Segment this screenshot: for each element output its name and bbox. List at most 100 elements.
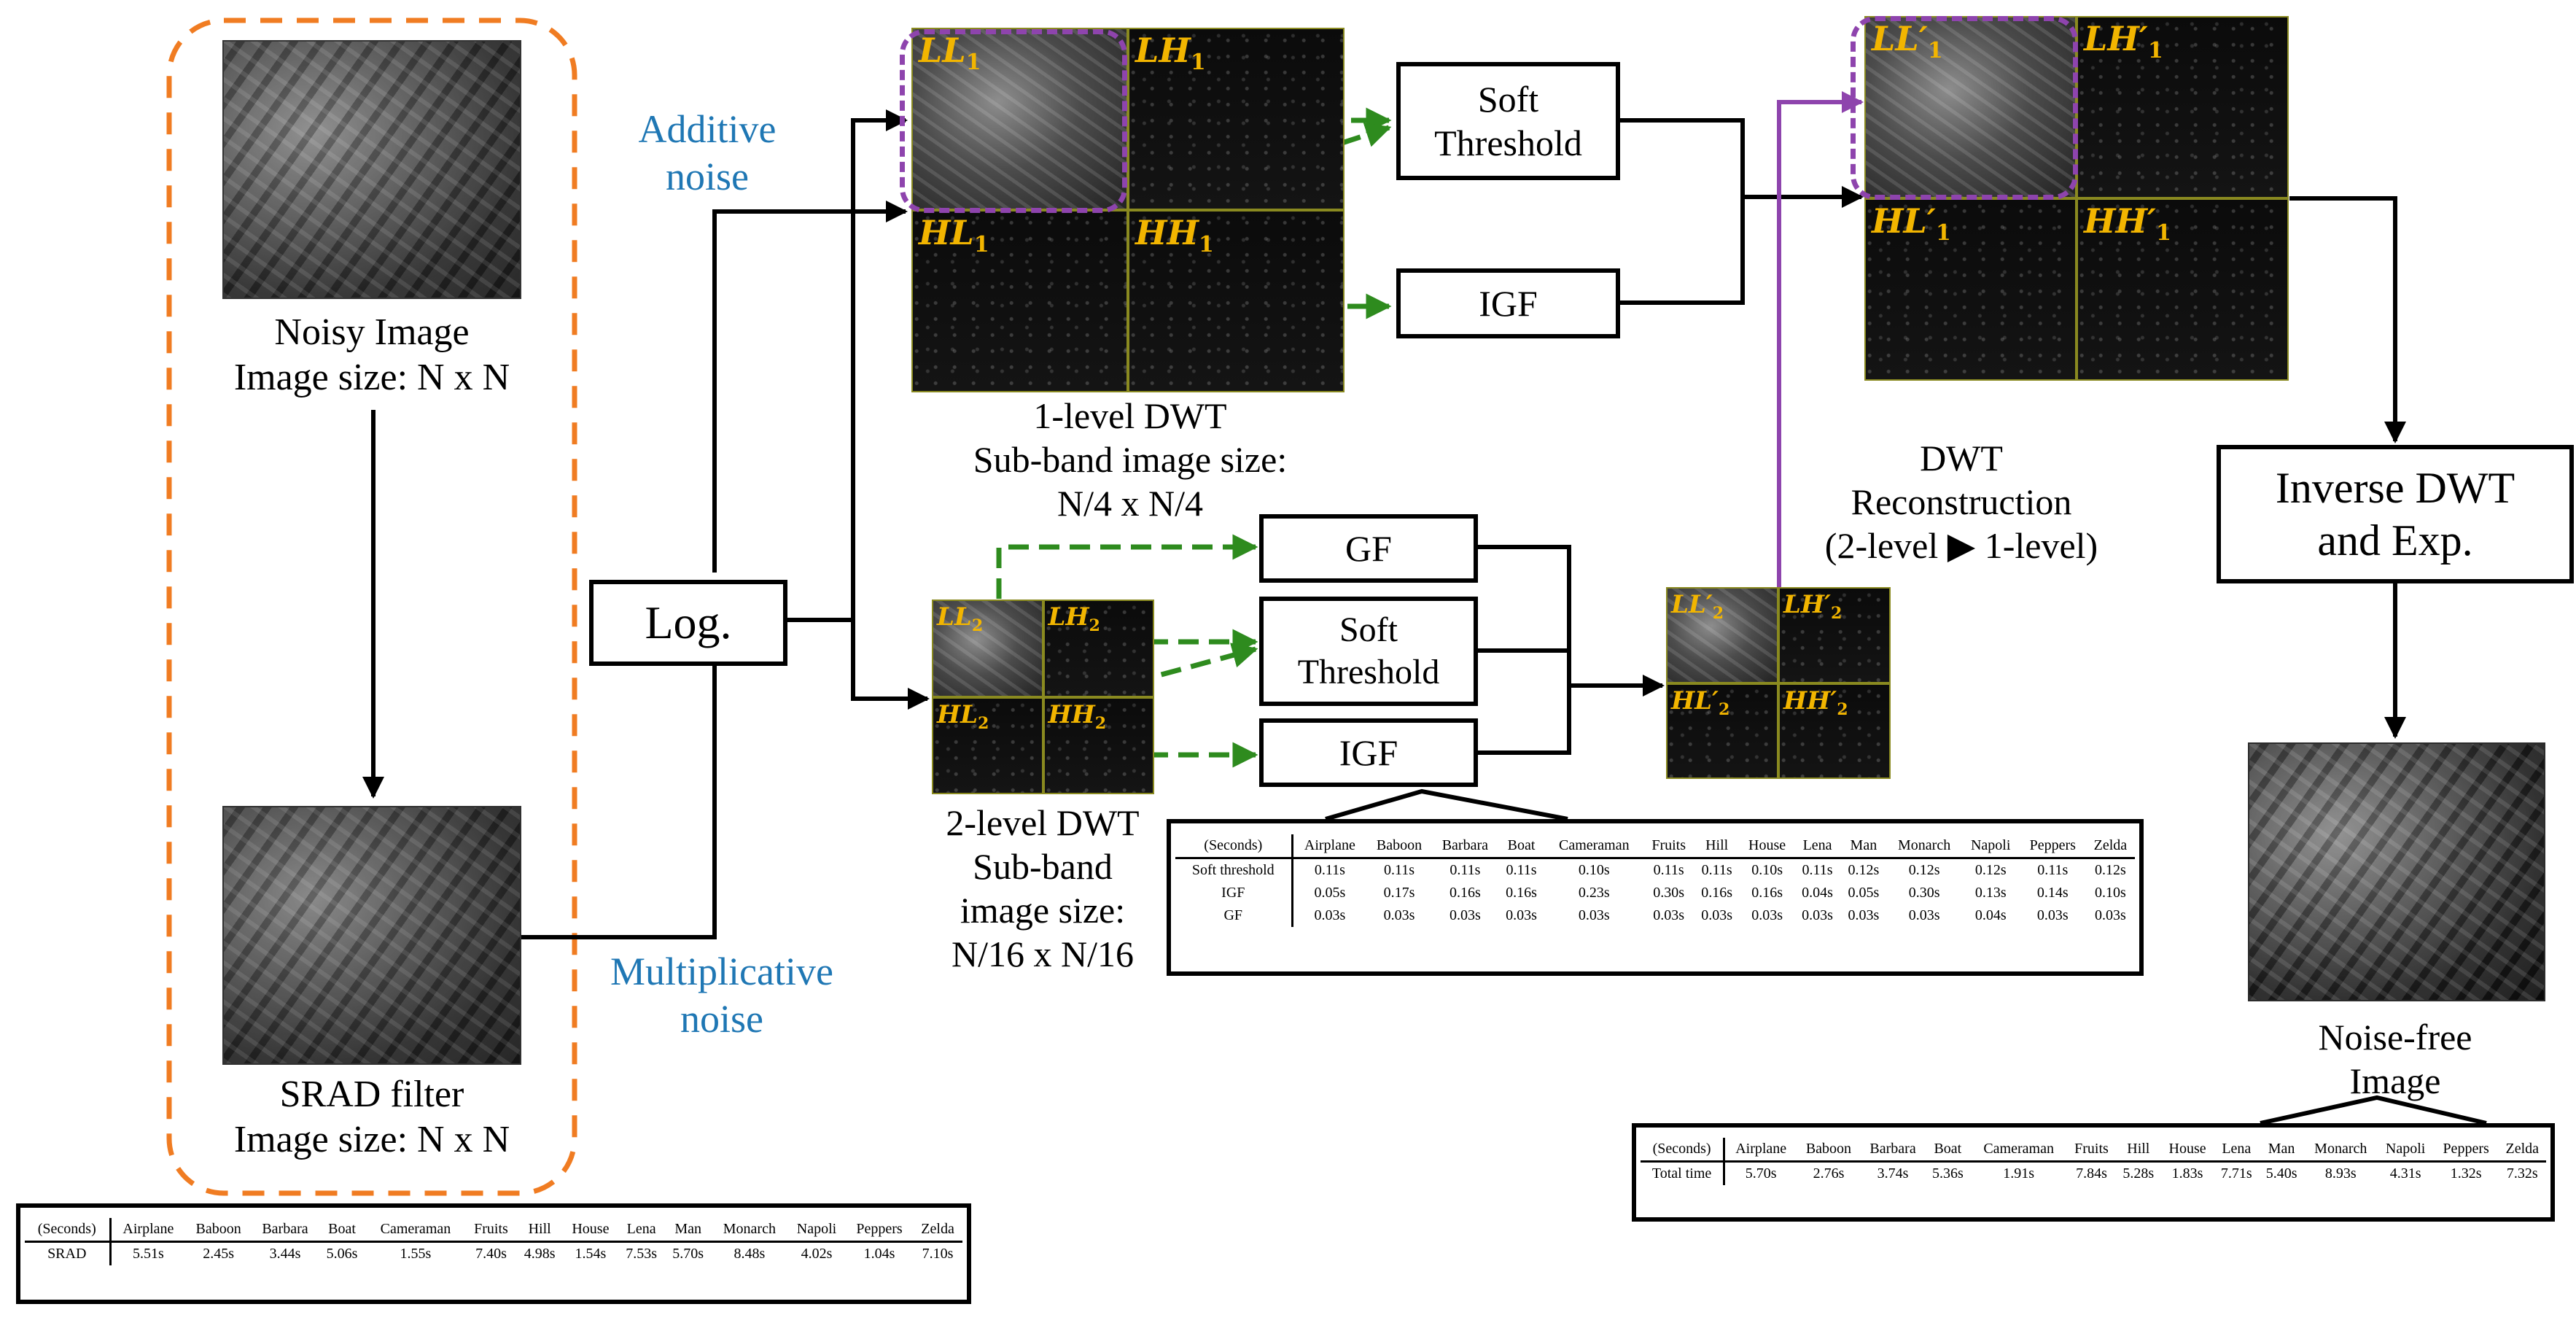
total-table-col-header: Zelda (2498, 1138, 2546, 1163)
arrow-srad-to-log (521, 634, 725, 939)
srad-table-unit-header: (Seconds) (25, 1218, 112, 1243)
dwt1-lh-label: LH1 (1135, 31, 1206, 75)
filter-table-cell: 0.03s (1802, 907, 1833, 923)
filter-table-col-header: Man (1840, 834, 1887, 859)
dwt1-ll-name: LL (919, 31, 966, 70)
recon1-hl-sub: 1 (1935, 220, 1951, 247)
recon2-ll-sub: 2 (1712, 603, 1724, 623)
filter-table-cell: 0.03s (1848, 907, 1880, 923)
additive-noise-label: Additive noise (598, 106, 817, 201)
filter-table-cell: 0.12s (1848, 862, 1880, 878)
filter-table-cell: 0.11s (1384, 862, 1415, 878)
recon1-hl-name: HL′ (1872, 201, 1936, 241)
callout-filter-table (1325, 788, 1568, 821)
filter-table-cell: 0.03s (1701, 907, 1733, 923)
total-table-cell: 5.40s (2265, 1165, 2297, 1182)
srad-table-cell: 4.02s (801, 1246, 833, 1262)
additive-noise-line2: noise (666, 154, 749, 198)
total-table-cell: 4.31s (2389, 1165, 2421, 1182)
dwt2-hh-label: HH2 (1048, 700, 1107, 733)
srad-table-col-header: Peppers (845, 1218, 914, 1243)
filter-table-cell: 0.03s (1578, 907, 1610, 923)
recon2-ll-label: LL′2 (1671, 590, 1724, 623)
total-table-col-header: Hill (2115, 1138, 2161, 1163)
srad-table-col-header: Airplane (110, 1218, 186, 1243)
filter-table-col-header: Barbara (1431, 834, 1498, 859)
total-table-cell: 5.70s (1745, 1165, 1777, 1182)
soft1-line2: Threshold (1434, 123, 1582, 163)
gf-box-2: GF (1259, 514, 1478, 583)
total-table-col-header: Fruits (2067, 1138, 2116, 1163)
total-table-row-label: Total time (1641, 1161, 1726, 1185)
srad-table-col-header: Boat (319, 1218, 366, 1243)
dwt1-hh-label: HH1 (1135, 213, 1214, 257)
recon2-hl-name: HL′ (1671, 686, 1719, 715)
gf2-label: GF (1345, 528, 1392, 569)
log-box-label: Log. (645, 596, 732, 648)
filter-table-cell: 0.11s (1314, 862, 1345, 878)
dwt2-hl-name: HL (937, 699, 978, 729)
srad-table-cell: 1.04s (863, 1246, 895, 1262)
recon2-hl-sub: 2 (1719, 699, 1730, 719)
filter-table-cell: 0.03s (2095, 907, 2126, 923)
arrow-recon1-to-inverse (2289, 196, 2406, 443)
filter-table-cell: 0.05s (1314, 885, 1346, 901)
soft-threshold-box-2: Soft Threshold (1259, 597, 1478, 706)
total-table-col-header: Man (2259, 1138, 2304, 1163)
total-table-col-header: Napoli (2377, 1138, 2434, 1163)
recon2-lh-name: LH′ (1783, 590, 1831, 619)
dwt1-hl-name: HL (919, 213, 974, 252)
dwt1-hh: HH1 (1128, 210, 1345, 392)
total-table-col-header: Baboon (1797, 1138, 1861, 1163)
filter-table-col-header: Cameraman (1544, 834, 1644, 859)
noise-free-line2: Image (2349, 1060, 2441, 1101)
dwt1-caption: 1-level DWT Sub-band image size: N/4 x N… (890, 394, 1371, 525)
srad-table-cell: 3.44s (269, 1246, 301, 1262)
dwt2-lh-sub: 2 (1089, 616, 1100, 635)
srad-table-cell: 5.70s (672, 1246, 704, 1262)
filter-table-col-header: Baboon (1366, 834, 1432, 859)
noisy-image-size: Image size: N x N (233, 357, 510, 399)
total-table-col-header: Monarch (2303, 1138, 2378, 1163)
multiplicative-noise-label: Multiplicative noise (569, 948, 875, 1043)
merge-igf1 (1620, 197, 1745, 305)
filter-table-cell: 0.14s (2036, 885, 2069, 901)
total-table-cell: 1.91s (2003, 1165, 2035, 1182)
srad-table-col-header: Man (664, 1218, 712, 1243)
filter-table-cell: 0.10s (1578, 862, 1610, 878)
srad-table-col-header: Fruits (465, 1218, 517, 1243)
recon1-ll: LL′1 (1864, 16, 2077, 198)
total-table-unit-header: (Seconds) (1641, 1138, 1726, 1163)
srad-table-cell: 5.51s (133, 1246, 164, 1262)
dwt2-ll-sub: 2 (971, 616, 984, 635)
filter-table-cell: 0.11s (1506, 862, 1537, 878)
total-table-col-header: Barbara (1860, 1138, 1926, 1163)
dwt1-hl: HL1 (911, 210, 1128, 392)
recon1-lh-name: LH′ (2084, 19, 2148, 58)
filter-table-cell: 0.13s (1974, 885, 2007, 901)
dwt1-hh-sub: 1 (1198, 232, 1214, 258)
reconstruction-line3: (2-level ▶ 1-level) (1824, 525, 2098, 566)
filter-table-cell: 0.30s (1908, 885, 1940, 901)
dwt1-hh-name: HH (1135, 213, 1199, 252)
srad-table-cell: 4.98s (524, 1246, 556, 1262)
total-table-cell: 5.36s (1931, 1165, 1964, 1182)
callout-total-table (2260, 1095, 2487, 1125)
merge-soft1 (1620, 118, 1745, 197)
recon2-ll: LL′2 (1666, 587, 1778, 683)
dwt2-image: LL2 LH2 HL2 HH2 (932, 600, 1154, 794)
filter-table-col-header: Fruits (1643, 834, 1694, 859)
input-group-outline (166, 18, 577, 1196)
total-table-col-header: Boat (1925, 1138, 1971, 1163)
total-table-cell: 5.28s (2122, 1165, 2155, 1182)
dwt1-caption-line2: Sub-band image size: (973, 439, 1288, 480)
filter-table-col-header: Monarch (1886, 834, 1962, 859)
srad-table-col-header: Napoli (787, 1218, 846, 1243)
